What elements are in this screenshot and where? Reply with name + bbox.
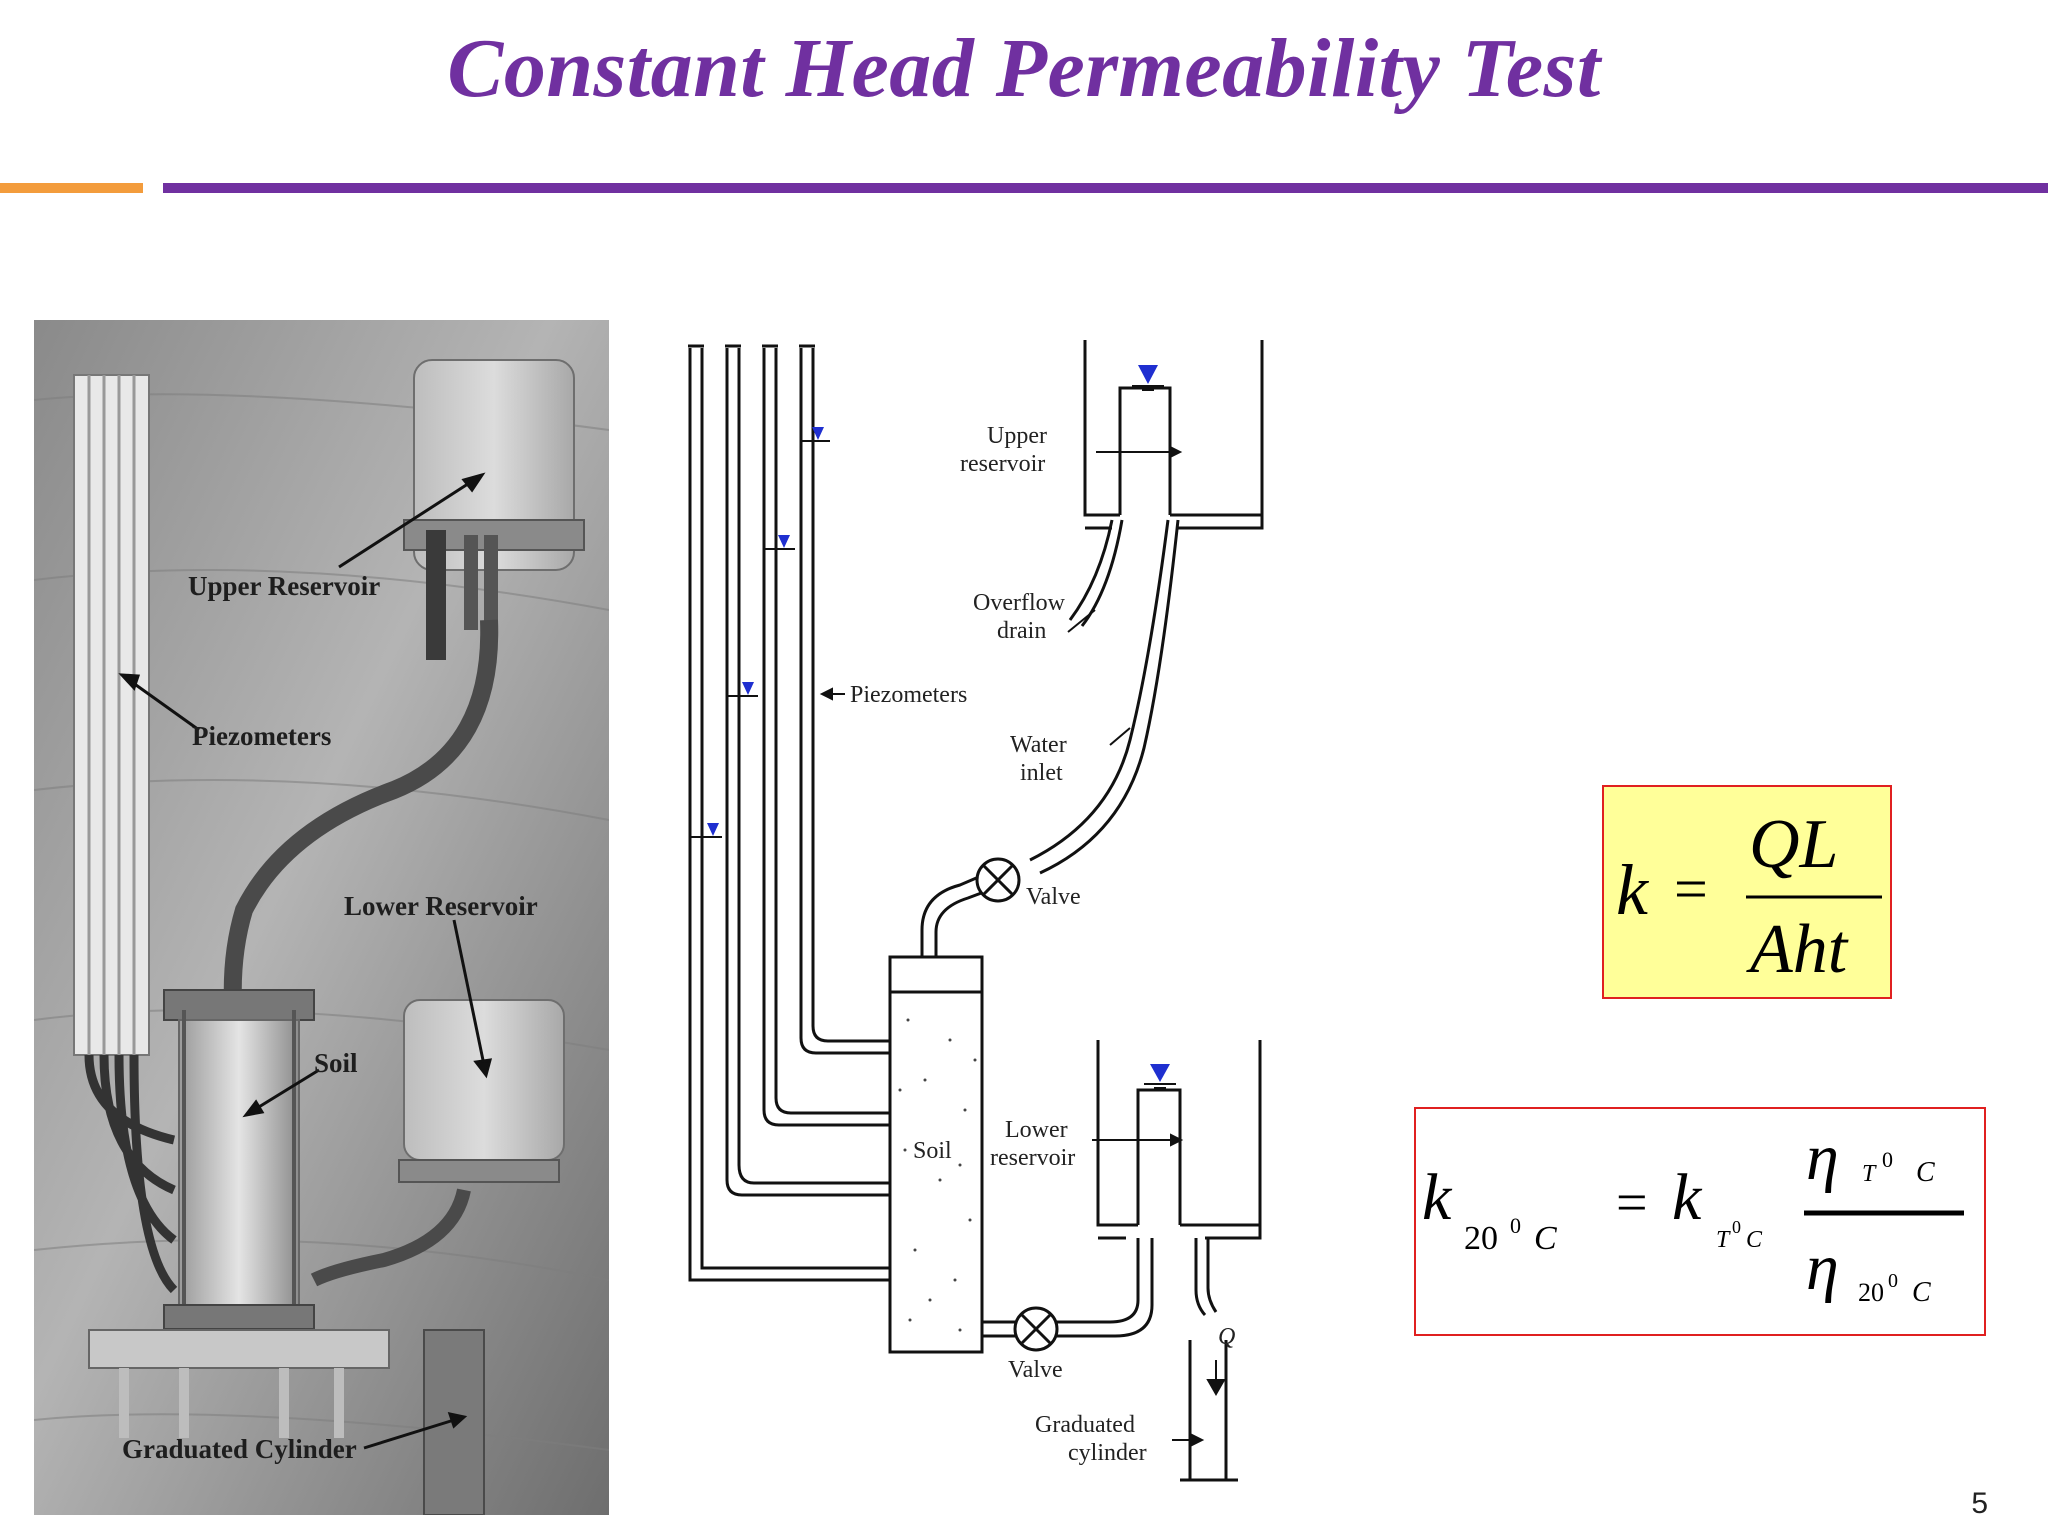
upper-reservoir (403, 359, 585, 660)
stand (88, 1329, 390, 1438)
inlet-hose (223, 619, 499, 1021)
formula1-k: k (1616, 850, 1650, 930)
formula2-eta-numerator: η (1806, 1121, 1839, 1194)
diagram-label-water: Water (1010, 732, 1067, 758)
diagram-label-overflow: Overflow (973, 590, 1066, 616)
formula2-sub-t: T (1716, 1227, 1731, 1253)
diagram-label-upper: Upper (987, 423, 1047, 449)
formula2-equals: = (1616, 1172, 1648, 1234)
formula1-denominator: Aht (1746, 911, 1849, 988)
apparatus-photo-drawing: Upper Reservoir Piezometers Lower Reserv… (34, 320, 609, 1515)
soil-cylinder (163, 989, 315, 1330)
formula2-c-t: C (1746, 1227, 1763, 1253)
formula2-c-left: C (1534, 1220, 1557, 1257)
water-level-markers (707, 365, 1170, 1082)
formula1-equals: = (1674, 856, 1708, 922)
formula2-num-sup: 0 (1882, 1147, 1893, 1172)
diagram-label-valve-top: Valve (1026, 884, 1081, 910)
formula2-sup-t: 0 (1732, 1217, 1741, 1237)
apparatus-photo: Upper Reservoir Piezometers Lower Reserv… (34, 320, 609, 1515)
top-valve (975, 857, 1021, 903)
formula2-den-c: C (1912, 1277, 1931, 1308)
slide-title: Constant Head Permeability Test (447, 22, 1601, 115)
formula1-numerator: QL (1749, 806, 1838, 883)
title-underline (163, 183, 2048, 193)
photo-label-upper-reservoir: Upper Reservoir (188, 571, 380, 601)
diagram-label-inlet: inlet (1020, 760, 1063, 786)
diagram-label-graduated: Graduated (1035, 1412, 1135, 1438)
formula2-den-sup: 0 (1888, 1270, 1898, 1292)
formula2-eta-denominator: η (1806, 1231, 1839, 1304)
formula2-num-c: C (1916, 1157, 1935, 1188)
formula2-k: k (1422, 1161, 1453, 1234)
diagram-label-soil: Soil (913, 1138, 952, 1164)
formula2-sub-20: 20 (1464, 1220, 1498, 1257)
formula2-sup-0: 0 (1510, 1213, 1521, 1238)
diagram-label-lower: Lower (1005, 1117, 1068, 1143)
darcy-formula-box: k = QL Aht (1602, 785, 1892, 999)
title-underline-accent (0, 183, 143, 193)
photo-label-lower-reservoir: Lower Reservoir (344, 891, 538, 921)
piezometer-tubes (73, 374, 178, 1294)
diagram-label-cylinder: cylinder (1068, 1440, 1147, 1466)
viscosity-correction-box: k 20 0 C = k T 0 C η T 0 C η 20 0 C (1414, 1107, 1986, 1336)
formula2-k-right: k (1672, 1161, 1703, 1234)
bottom-valve (1013, 1306, 1059, 1352)
photo-label-graduated-cylinder: Graduated Cylinder (122, 1434, 357, 1464)
diagram-label-piezometers: Piezometers (850, 682, 967, 708)
diagram-label-q: Q (1218, 1324, 1235, 1350)
lower-reservoir (310, 999, 565, 1287)
formula2-den-20: 20 (1858, 1278, 1884, 1307)
darcy-formula: k = QL Aht (1616, 806, 1882, 988)
schematic-diagram: Upper reservoir Overflow drain Piezomete… (660, 320, 1300, 1520)
page-number: 5 (1971, 1487, 1988, 1520)
diagram-label-reservoir: reservoir (960, 451, 1045, 477)
diagram-label-lower-reservoir: reservoir (990, 1145, 1075, 1171)
photo-label-soil: Soil (314, 1048, 358, 1078)
soil-stipple (898, 1018, 977, 1332)
schematic-drawing: Upper reservoir Overflow drain Piezomete… (688, 340, 1264, 1482)
photo-label-piezometers: Piezometers (192, 721, 331, 751)
diagram-label-drain: drain (997, 618, 1046, 644)
formula2-num-t: T (1862, 1161, 1877, 1187)
diagram-label-valve-bottom: Valve (1008, 1357, 1063, 1383)
viscosity-correction-formula: k 20 0 C = k T 0 C η T 0 C η 20 0 C (1422, 1121, 1964, 1308)
